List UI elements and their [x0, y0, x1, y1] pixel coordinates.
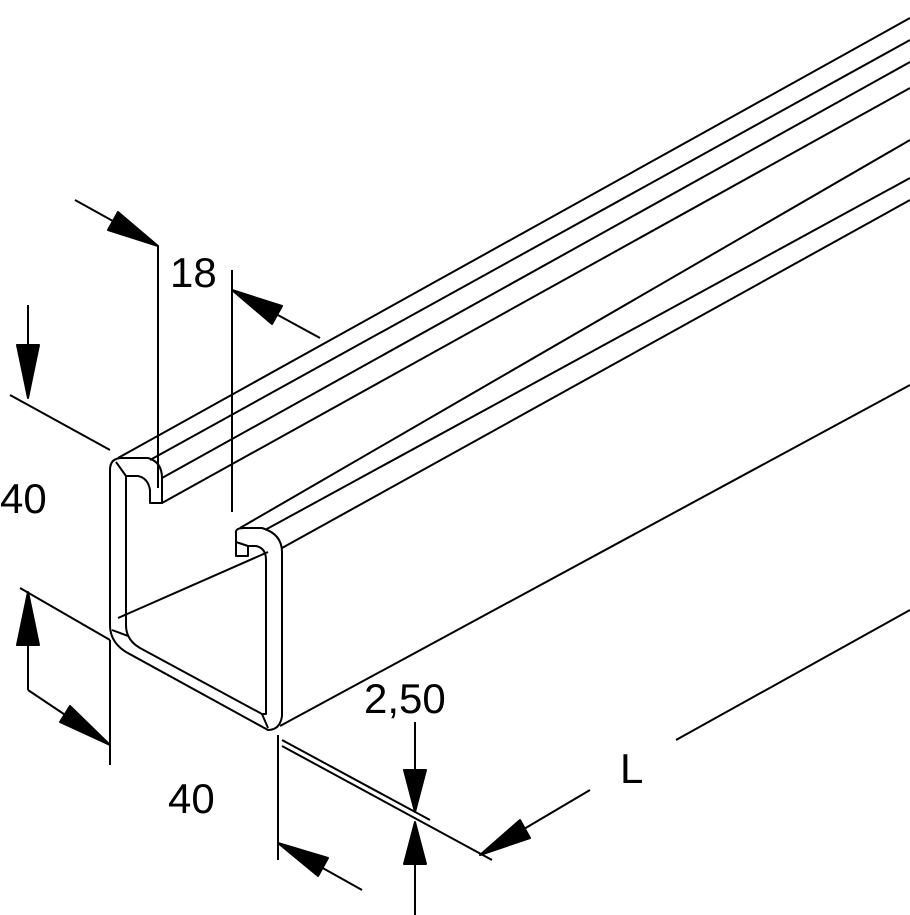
profile-cross-section: [109, 457, 283, 731]
dimension-label-length: L: [620, 745, 644, 792]
dimension-thickness: [281, 722, 493, 915]
dimension-label-slot-width: 18: [170, 249, 217, 296]
profile-long-edges: [117, 17, 910, 727]
dimension-slot-width: [74, 199, 321, 512]
dimension-height: [9, 305, 111, 765]
dimension-label-width: 40: [168, 775, 215, 822]
dimension-width: [277, 735, 363, 891]
dimension-label-thickness: 2,50: [364, 675, 446, 722]
dimension-label-height: 40: [0, 475, 47, 522]
dimension-length: [479, 609, 910, 856]
